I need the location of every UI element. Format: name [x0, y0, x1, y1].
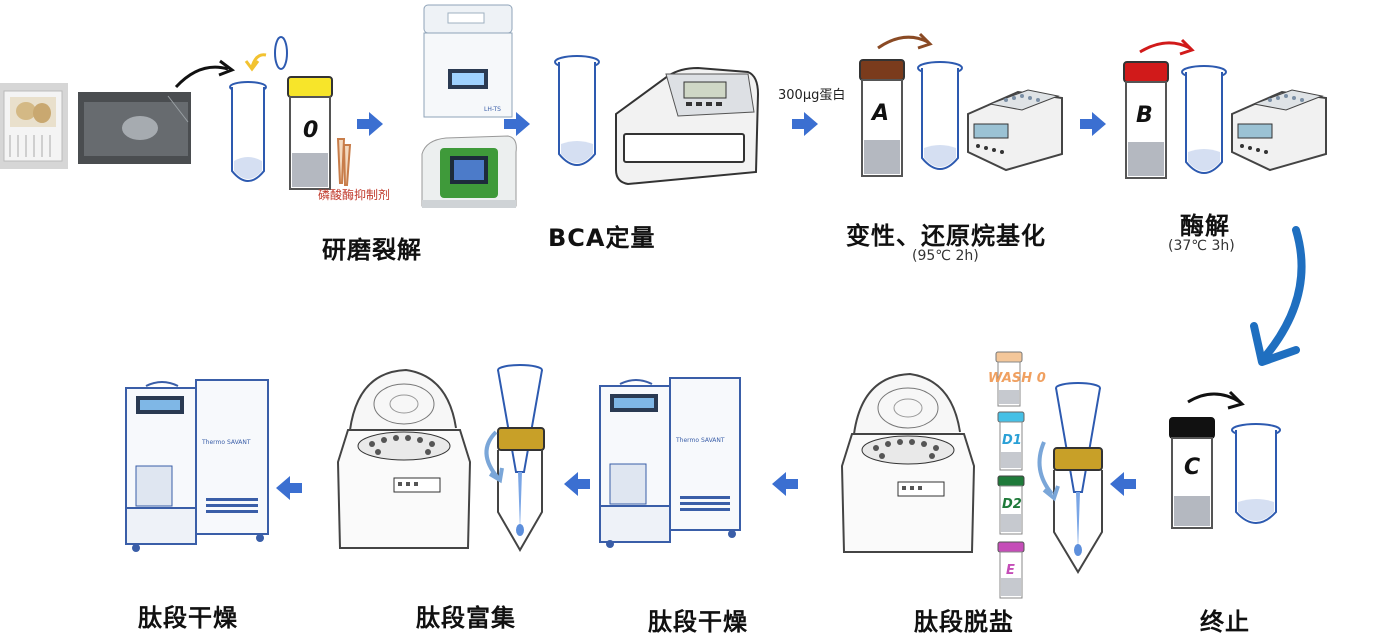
- add-enzyme-arrow-icon: [1139, 41, 1191, 54]
- step-label-denature: 变性、还原烷基化: [846, 222, 1046, 250]
- tube-c-letter: C: [1184, 455, 1200, 480]
- open-tube-icon: [917, 61, 963, 170]
- tube-a-letter: A: [870, 101, 889, 126]
- d1-tube-icon: [997, 411, 1025, 471]
- digest-tube-group: B: [1123, 38, 1227, 179]
- vacuum-concentrator-icon: Thermo SAVANT: [125, 379, 269, 552]
- open-tube-icon: [1231, 423, 1281, 524]
- flow-arrow-icon: [1080, 112, 1106, 136]
- open-empty-tube-icon: [229, 36, 288, 182]
- thermomixer-icon: [967, 89, 1063, 172]
- vacuum-concentrator-icon: Thermo SAVANT: [599, 377, 741, 548]
- glass-slide-icon: [78, 92, 191, 164]
- step-condition-digest: (37℃ 3h): [1168, 238, 1235, 254]
- wash0-tube-icon: [995, 351, 1023, 407]
- flow-arrow-icon: [792, 112, 818, 136]
- tube-a-icon: A: [859, 59, 905, 177]
- tissue-sample-photo: [0, 83, 68, 169]
- tag-d2: D2: [1002, 497, 1022, 512]
- svg-text:LH-TS: LH-TS: [484, 106, 501, 113]
- sample-cassette-icon: [3, 90, 63, 162]
- flow-arrow-icon: [504, 112, 530, 136]
- inhibitor-label: 磷酸酶抑制剂: [318, 188, 391, 202]
- grinder-machine-icon: LH-TS: [423, 4, 513, 118]
- tube-b-icon: B: [1123, 61, 1169, 179]
- microplate-reader-icon: [615, 66, 760, 186]
- step-label-enrich: 肽段富集: [416, 604, 516, 632]
- lysis-tube-group: 0: [229, 36, 352, 190]
- add-reagent-arrow-icon: [877, 35, 929, 50]
- flow-arrow-icon: [1110, 472, 1136, 496]
- tissue-slide-photo: [78, 92, 191, 164]
- step-label-grinding: 研磨裂解: [322, 236, 422, 264]
- svg-text:Thermo SAVANT: Thermo SAVANT: [675, 437, 725, 444]
- step-label-stop: 终止: [1200, 608, 1250, 636]
- flow-rotation-arrow-icon: [484, 430, 500, 480]
- svg-text:Thermo SAVANT: Thermo SAVANT: [201, 439, 251, 446]
- homogenizer-machine-icon: [421, 135, 517, 208]
- open-lid-arrow-icon: [250, 53, 267, 68]
- centrifuge-icon: [840, 372, 976, 553]
- step-label-dry1: 肽段干燥: [138, 604, 238, 632]
- flow-arrow-icon: [772, 472, 798, 496]
- flow-arrow-icon: [564, 472, 590, 496]
- open-tube-icon: [1181, 65, 1227, 174]
- inhibitor-dropper-icon: [336, 138, 352, 186]
- tube-b-letter: B: [1136, 103, 1153, 128]
- protein-input-label: 300μg蛋白: [778, 88, 846, 103]
- tube-0-letter: 0: [303, 118, 318, 143]
- flow-arrow-icon: [276, 476, 302, 500]
- tube-0-icon: 0: [287, 76, 333, 190]
- tag-e: E: [1006, 563, 1015, 578]
- desalt-reagent-tubes: WASH 0 D1 D2 E: [988, 351, 1046, 599]
- denature-tube-group: A: [859, 32, 963, 177]
- tag-d1: D1: [1002, 433, 1022, 448]
- step-label-desalt: 肽段脱盐: [914, 608, 1014, 636]
- stop-tube-group: C: [1169, 390, 1281, 529]
- bca-tube-icon: [554, 55, 600, 166]
- enrich-column-icon: [484, 364, 545, 552]
- row-transition-arrow-icon: [1250, 226, 1306, 366]
- flow-rotation-arrow-icon: [1037, 441, 1054, 496]
- step-condition-denature: (95℃ 2h): [912, 248, 979, 264]
- tag-wash0: WASH 0: [988, 371, 1046, 386]
- thermomixer-icon: [1231, 89, 1327, 172]
- transfer-arrow-icon: [174, 59, 236, 89]
- e-tube-icon: [997, 541, 1025, 599]
- step-label-digest: 酶解: [1180, 212, 1230, 240]
- step-label-dry2: 肽段干燥: [648, 608, 748, 636]
- flow-arrow-icon: [357, 112, 383, 136]
- d2-tube-icon: [997, 475, 1025, 535]
- desalt-column-icon: [1037, 382, 1103, 574]
- centrifuge-icon: [336, 368, 472, 549]
- tube-c-icon: C: [1169, 417, 1215, 529]
- step-label-bca: BCA定量: [548, 224, 656, 252]
